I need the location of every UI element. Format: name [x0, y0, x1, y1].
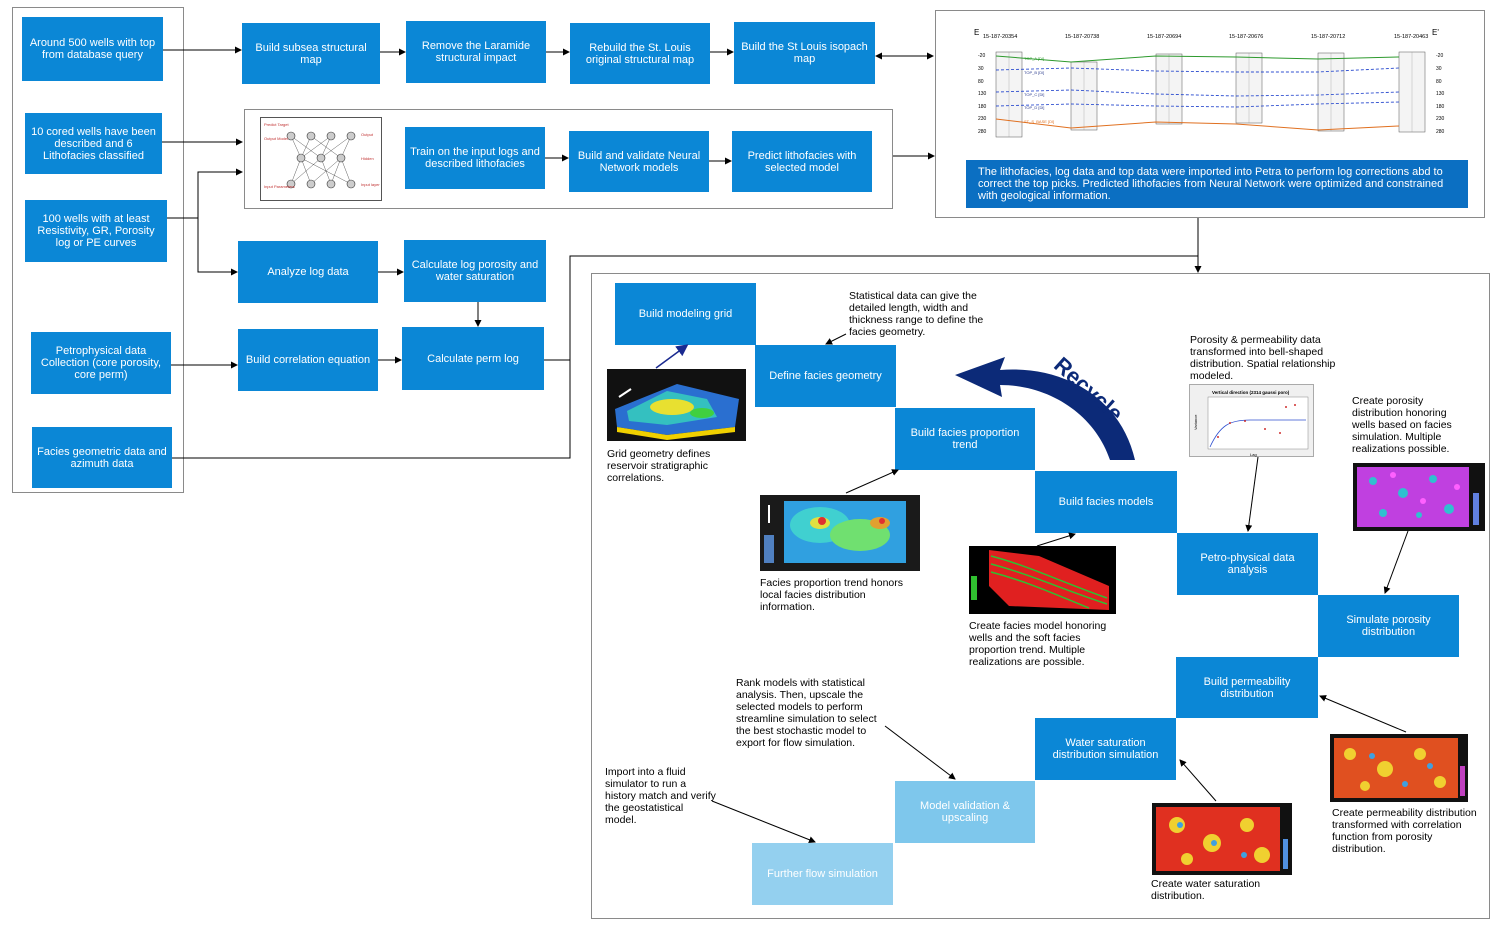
nn-label-params: Input Parameters — [264, 184, 295, 189]
facies-proportion-box[interactable]: Build facies proportion trend — [895, 408, 1035, 470]
well-label-4: 15-187-20676 — [1229, 34, 1263, 40]
simulate-porosity-box[interactable]: Simulate porosity distribution — [1318, 595, 1459, 657]
nn-label-input: Input layer — [361, 182, 380, 187]
sw-distribution-box[interactable]: Water saturation distribution simulation — [1035, 718, 1176, 780]
proportion-trend-image — [760, 495, 920, 571]
well-label-6: 15-187-20463 — [1394, 34, 1428, 40]
section-left-label: E — [974, 28, 979, 37]
input-cored-wells[interactable]: 10 cored wells have been described and 6… — [25, 113, 162, 174]
validate-nn-box[interactable]: Build and validate Neural Network models — [569, 131, 709, 192]
well-label-1: 15-187-20354 — [983, 34, 1017, 40]
grid-3d-image — [607, 369, 746, 441]
porosity-dist-note: Create porosity distribution honoring we… — [1352, 395, 1452, 455]
depth-left-3: 80 — [978, 79, 984, 85]
perm-log-box[interactable]: Calculate perm log — [402, 327, 544, 390]
build-grid-box[interactable]: Build modeling grid — [615, 283, 756, 345]
section-right-label: E' — [1432, 28, 1439, 37]
nn-label-hidden: Hidden — [361, 156, 374, 161]
depth-left-6: 230 — [978, 116, 987, 122]
correlation-box[interactable]: Build correlation equation — [238, 329, 378, 391]
depth-left-1: -20 — [978, 53, 985, 59]
cross-section-caption: The lithofacies, log data and top data w… — [966, 160, 1468, 208]
depth-right-2: 30 — [1436, 66, 1442, 72]
perm-dist-note: Create permeability distribution transfo… — [1332, 807, 1477, 855]
input-facies-geometric[interactable]: Facies geometric data and azimuth data — [32, 427, 172, 488]
isopach-box[interactable]: Build the St Louis isopach map — [734, 22, 875, 84]
permeability-realization-image — [1330, 734, 1468, 802]
porperm-note: Porosity & permeability data transformed… — [1190, 334, 1336, 382]
input-500-wells[interactable]: Around 500 wells with top from database … — [22, 17, 163, 81]
nn-label-output-model: Output Model — [264, 136, 288, 141]
cross-section-panel: E E' 15-187-20354 15-187-20738 15-187-20… — [966, 20, 1463, 154]
depth-right-3: 80 — [1436, 79, 1442, 85]
variogram-ylabel: Variance — [1193, 414, 1198, 430]
predict-lithofacies-box[interactable]: Predict lithofacies with selected model — [732, 131, 872, 192]
nn-label-target: Predict Target — [264, 122, 289, 127]
top-label-a: TOP_A [Dl] — [1024, 56, 1044, 61]
rank-models-note: Rank models with statistical analysis. T… — [736, 677, 877, 749]
porosity-sw-box[interactable]: Calculate log porosity and water saturat… — [404, 240, 546, 302]
sw-note: Create water saturation distribution. — [1151, 878, 1261, 902]
depth-left-7: 280 — [978, 129, 987, 135]
depth-right-4: 130 — [1436, 91, 1445, 97]
flow-simulation-box[interactable]: Further flow simulation — [752, 843, 893, 905]
variogram-image: Vertical direction (2314 gaussi poro) Va… — [1189, 384, 1314, 457]
facies-models-box[interactable]: Build facies models — [1035, 471, 1177, 533]
train-box[interactable]: Train on the input logs and described li… — [405, 127, 545, 189]
well-label-3: 15-187-20694 — [1147, 34, 1181, 40]
nn-label-output: Output — [361, 132, 374, 137]
depth-right-5: 180 — [1436, 104, 1445, 110]
top-label-d: TOP_D [Dl] — [1024, 105, 1044, 110]
input-100-wells[interactable]: 100 wells with at least Resistivity, GR,… — [25, 200, 167, 262]
depth-left-4: 130 — [978, 91, 987, 97]
top-label-base: ST_S_BASE [Dl] — [1024, 119, 1054, 124]
neural-network-diagram: Predict Target Output Model Hidden Input… — [260, 117, 382, 201]
analyze-log-box[interactable]: Analyze log data — [238, 241, 378, 303]
variogram-xlabel: Lag — [1250, 452, 1257, 457]
depth-left-2: 30 — [978, 66, 984, 72]
grid-geometry-note: Grid geometry defines reservoir stratigr… — [607, 448, 711, 484]
model-validation-box[interactable]: Model validation & upscaling — [895, 781, 1035, 843]
facies-model-note: Create facies model honoring wells and t… — [969, 620, 1107, 668]
petro-analysis-box[interactable]: Petro-physical data analysis — [1177, 533, 1318, 595]
depth-right-1: -20 — [1436, 53, 1443, 59]
water-saturation-image — [1152, 803, 1292, 875]
perm-distribution-box[interactable]: Build permeability distribution — [1176, 657, 1318, 718]
porosity-realization-image — [1353, 463, 1485, 531]
top-label-c: TOP_C [Dl] — [1024, 92, 1044, 97]
stat-data-note: Statistical data can give the detailed l… — [849, 290, 984, 338]
laramide-box[interactable]: Remove the Laramide structural impact — [406, 21, 546, 83]
input-petro-collection[interactable]: Petrophysical data Collection (core poro… — [31, 332, 171, 394]
well-label-2: 15-187-20738 — [1065, 34, 1099, 40]
top-label-b: TOP_B [Dl] — [1024, 70, 1044, 75]
depth-right-7: 280 — [1436, 129, 1445, 135]
depth-left-5: 180 — [978, 104, 987, 110]
proportion-note: Facies proportion trend honors local fac… — [760, 577, 903, 613]
st-louis-structural-box[interactable]: Rebuild the St. Louis original structura… — [570, 23, 710, 84]
subsea-structural-box[interactable]: Build subsea structural map — [242, 23, 380, 84]
variogram-title: Vertical direction (2314 gaussi poro) — [1212, 390, 1290, 395]
facies-model-image — [969, 546, 1116, 614]
well-label-5: 15-187-20712 — [1311, 34, 1345, 40]
import-simulator-note: Import into a fluid simulator to run a h… — [605, 766, 716, 826]
define-facies-geometry-box[interactable]: Define facies geometry — [755, 345, 896, 407]
depth-right-6: 230 — [1436, 116, 1445, 122]
recycle-arrow-icon — [955, 357, 1135, 460]
